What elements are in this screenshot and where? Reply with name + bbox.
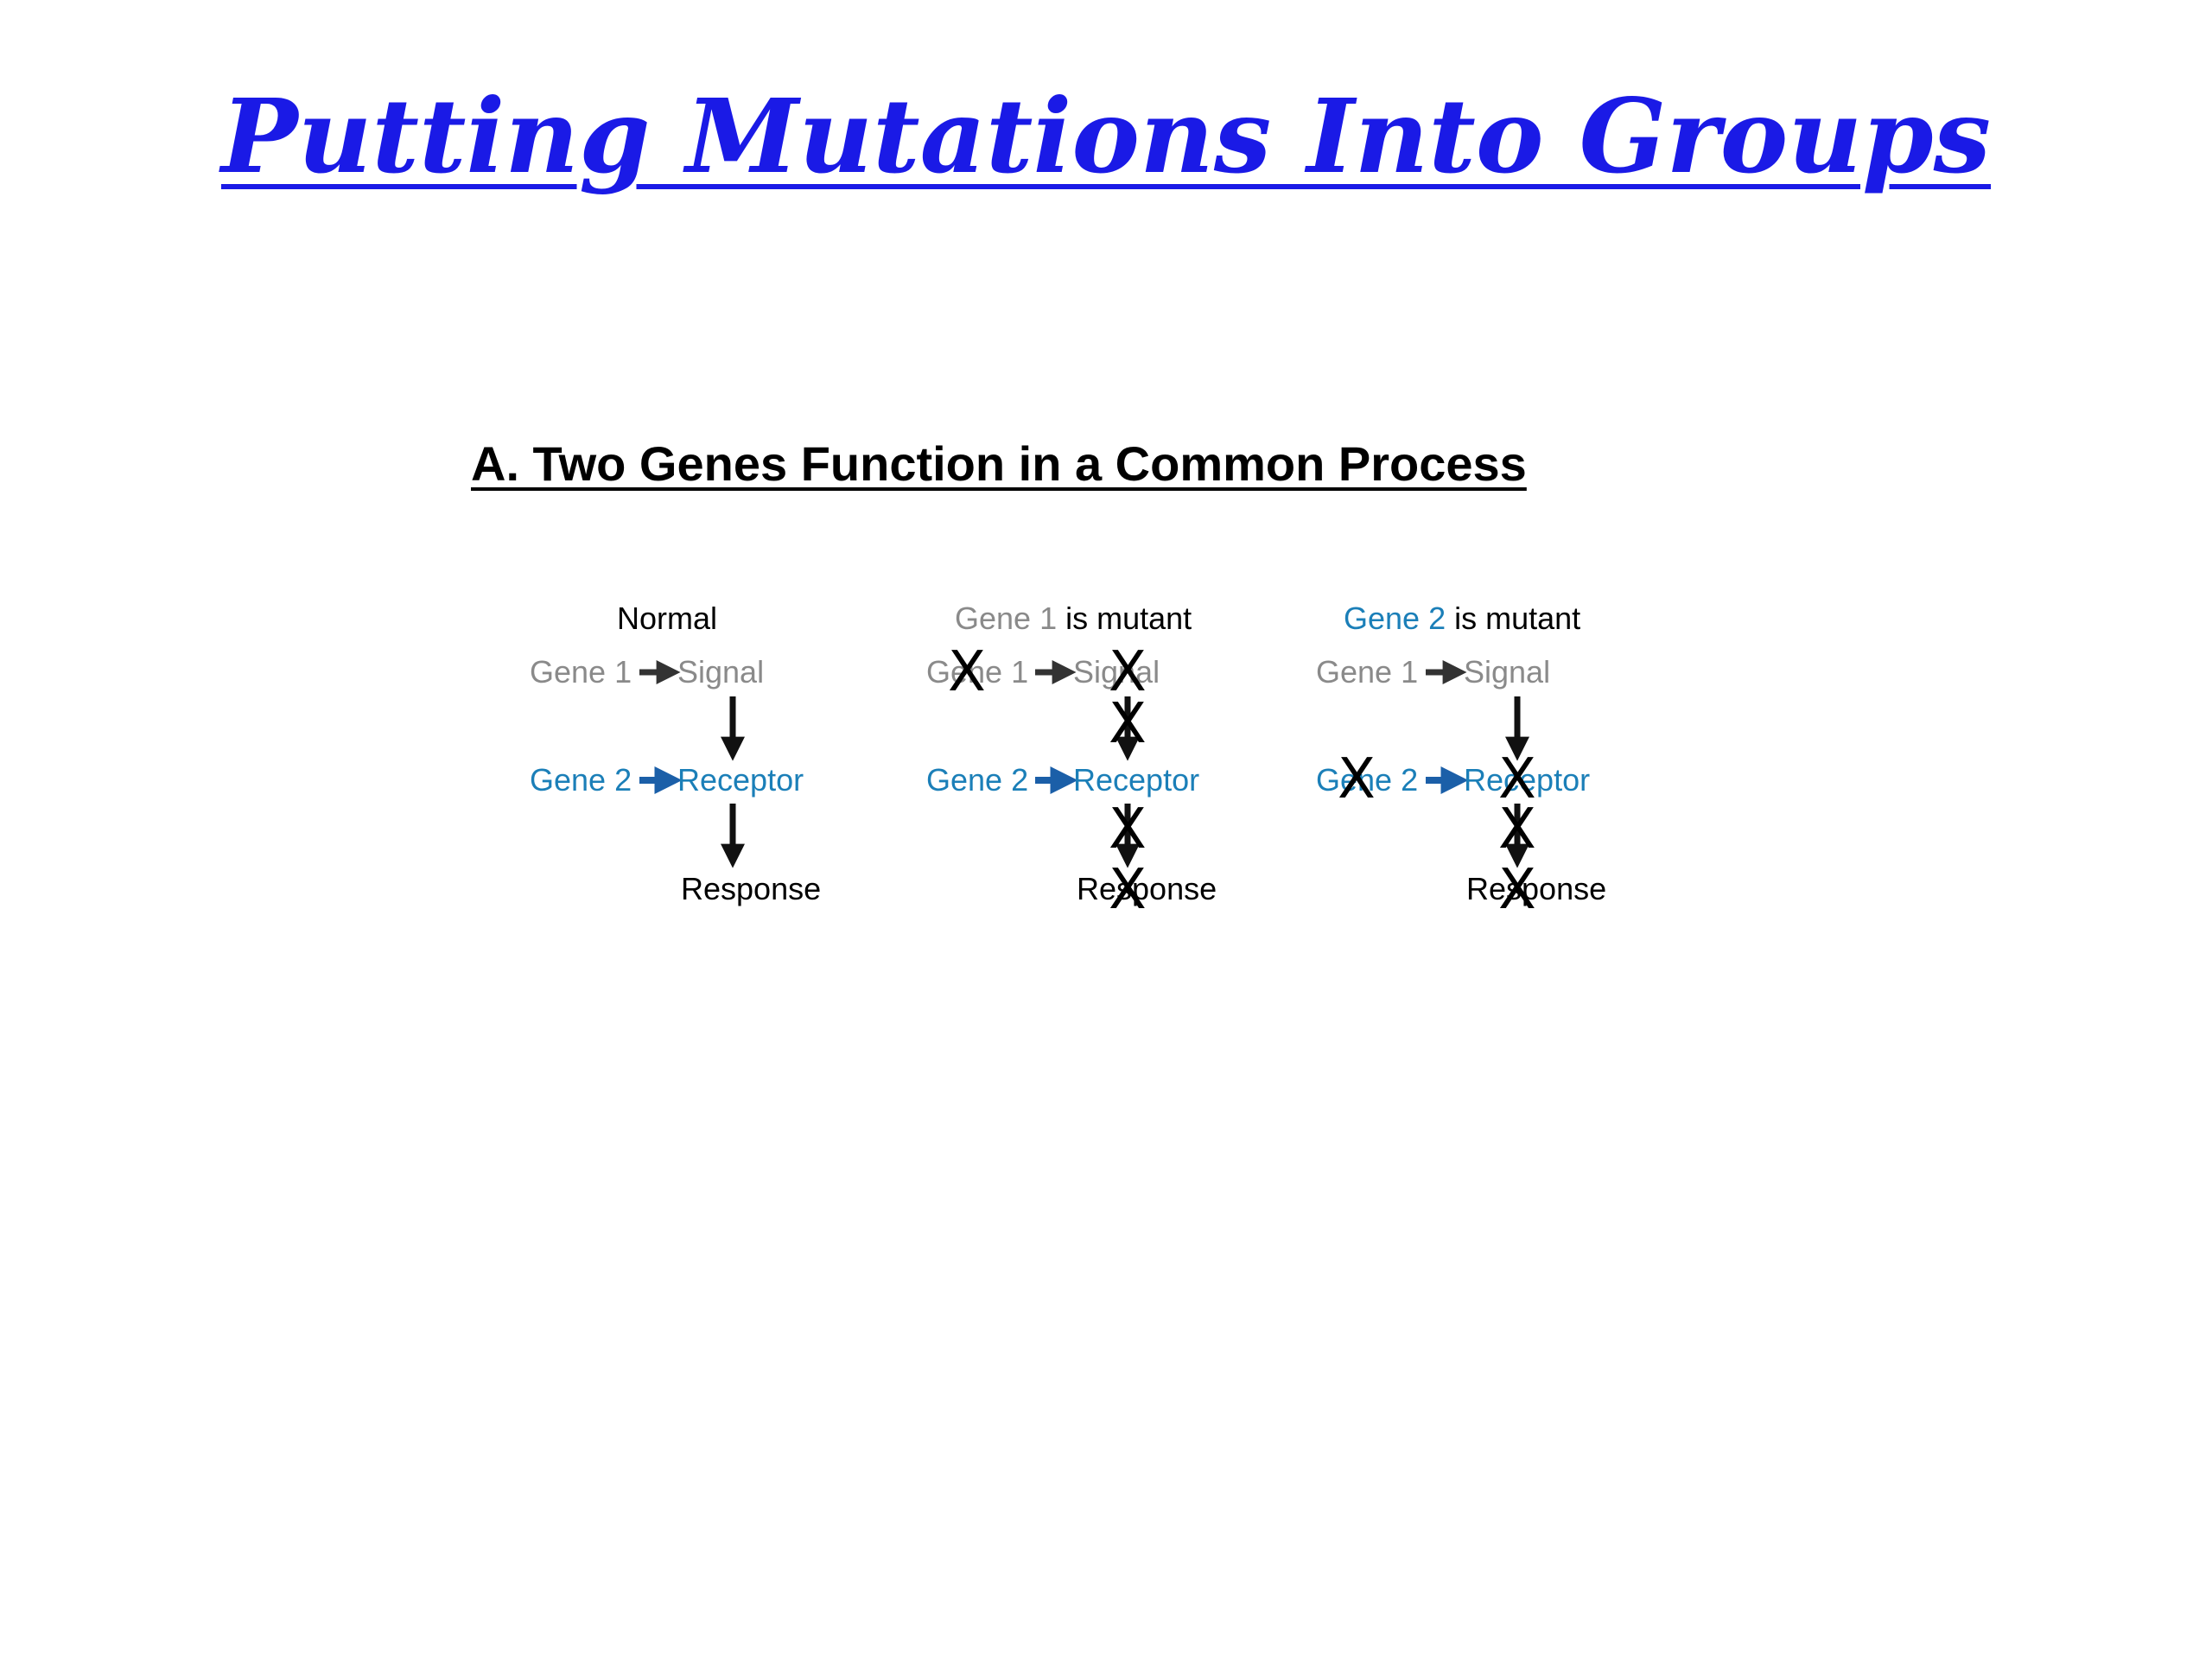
gene2-label: Gene 2 — [530, 762, 632, 798]
mutation-x-signal-arrow: X — [1109, 692, 1147, 756]
heading-gene-name: Gene 2 — [1344, 601, 1446, 636]
mutation-x-signal: X — [1109, 640, 1147, 704]
section-subtitle: A. Two Genes Function in a Common Proces… — [471, 436, 1527, 491]
gene1-label: Gene 1 — [1316, 654, 1419, 690]
gene2-label: Gene 2 — [1316, 762, 1419, 798]
receptor-label: Receptor — [677, 762, 804, 798]
signal-label: Signal — [1073, 654, 1160, 690]
response-label: Response — [1466, 871, 1607, 906]
heading-suffix: is mutant — [1065, 601, 1192, 636]
mutation-x-response: X — [1498, 858, 1536, 922]
slide-title: Putting Mutations Into Groups — [220, 76, 1992, 196]
signal-label: Signal — [1464, 654, 1551, 690]
panel-heading-gene2-mutant: Gene 2 is mutant — [1344, 600, 1580, 638]
response-label: Response — [1077, 871, 1217, 906]
gene2-label: Gene 2 — [926, 762, 1029, 798]
response-label: Response — [681, 871, 822, 906]
mutation-x-receptor: X — [1498, 747, 1536, 811]
mutation-x-receptor-arrow: X — [1109, 798, 1147, 861]
mutation-x-receptor-arrow: X — [1498, 798, 1536, 861]
receptor-label: Receptor — [1464, 762, 1591, 798]
heading-gene-name: Gene 1 — [955, 601, 1058, 636]
gene1-label: Gene 1 — [530, 654, 632, 690]
mutation-x-gene1: X — [948, 640, 986, 704]
heading-suffix: is mutant — [1454, 601, 1581, 636]
panel-heading-gene1-mutant: Gene 1 is mutant — [955, 600, 1192, 638]
mutation-x-gene2: X — [1338, 747, 1376, 811]
receptor-label: Receptor — [1073, 762, 1200, 798]
mutation-x-response: X — [1109, 858, 1147, 922]
signal-label: Signal — [677, 654, 765, 690]
panel-heading-normal: Normal — [617, 601, 718, 636]
gene1-label: Gene 1 — [926, 654, 1029, 690]
